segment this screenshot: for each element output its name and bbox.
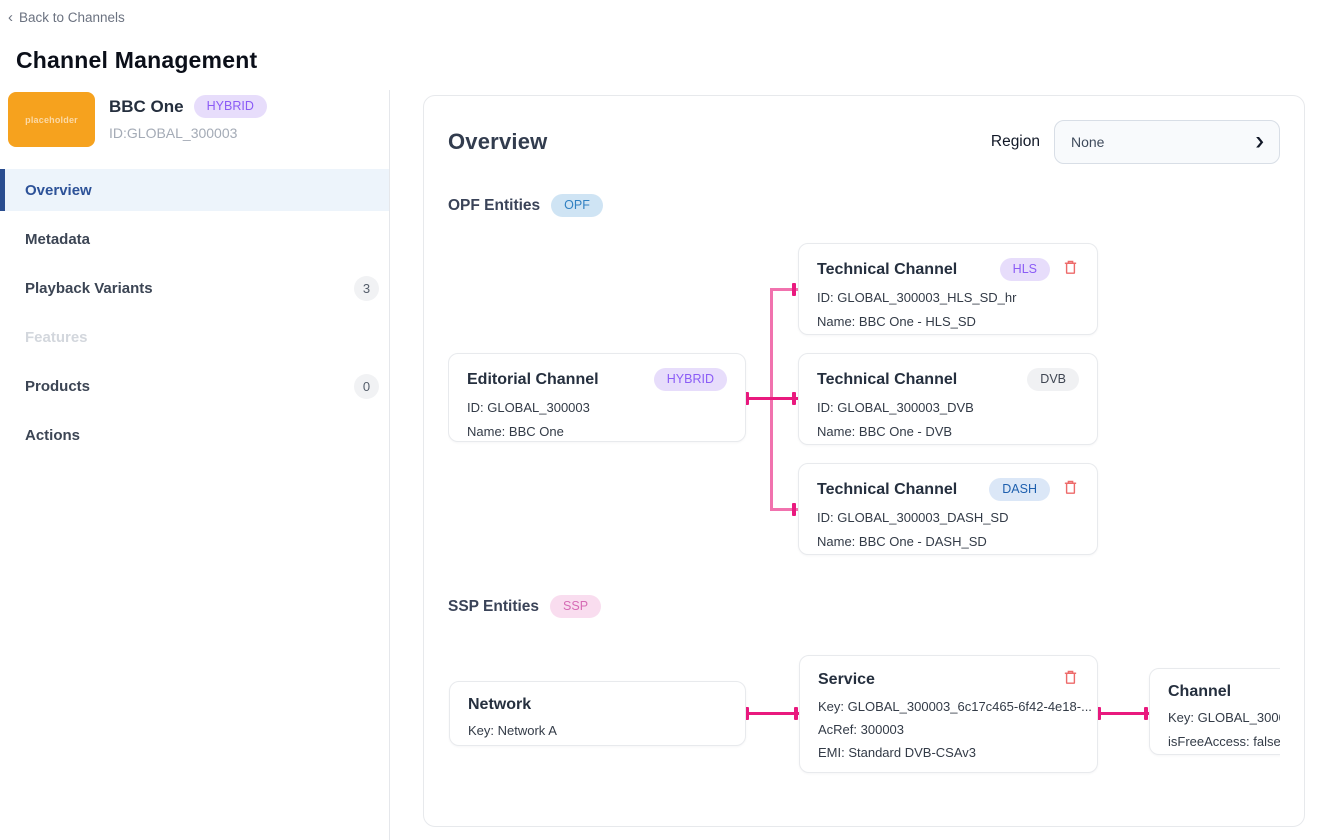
back-to-channels-link[interactable]: ‹ Back to Channels	[8, 10, 125, 25]
trash-icon	[1062, 669, 1079, 691]
panel-title: Overview	[448, 129, 548, 154]
sidebar-nav: Overview Metadata Playback Variants 3 Fe…	[0, 169, 389, 456]
card-title: Service	[818, 671, 875, 688]
card-title: Technical Channel	[817, 260, 958, 278]
delete-button[interactable]	[1062, 479, 1079, 501]
channel-meta: BBC One HYBRID ID:GLOBAL_300003	[109, 92, 267, 147]
sidebar-item-label: Playback Variants	[25, 279, 153, 297]
service-card: Service Key: GLOBAL_300003_6c17c465-6f42…	[799, 655, 1098, 773]
hybrid-badge: HYBRID	[653, 368, 727, 391]
connector-endcap	[794, 707, 798, 720]
opf-section-header: OPF Entities OPF	[448, 194, 1280, 217]
network-card: Network Key: Network A	[449, 681, 746, 746]
channel-card: Channel Key: GLOBAL_30000 isFreeAccess: …	[1149, 668, 1280, 755]
trash-icon	[1062, 479, 1079, 501]
sidebar-item-metadata[interactable]: Metadata	[0, 218, 389, 260]
opf-diagram: Editorial Channel HYBRID ID: GLOBAL_3000…	[448, 220, 1280, 565]
card-title: Channel	[1168, 683, 1232, 700]
hls-badge: HLS	[999, 258, 1050, 281]
sidebar-item-label: Metadata	[25, 230, 91, 248]
opf-badge: OPF	[551, 194, 603, 217]
connector-endcap	[745, 392, 749, 405]
sidebar-item-label: Features	[25, 328, 88, 346]
card-id: ID: GLOBAL_300003_DASH_SD	[817, 510, 1009, 525]
technical-channel-card-hls: Technical Channel HLS ID: GLOBAL_300003_…	[798, 243, 1098, 335]
connector-service-channel	[1099, 712, 1149, 715]
connector-branch-mid	[746, 397, 798, 400]
channel-type-badge: HYBRID	[193, 95, 267, 118]
connector-endcap	[1144, 707, 1148, 720]
card-title: Network	[468, 696, 532, 713]
region-control: Region None ❯︎	[991, 120, 1280, 164]
sidebar-item-label: Overview	[25, 181, 92, 199]
back-link-label: Back to Channels	[19, 10, 125, 25]
sidebar-item-playback-variants[interactable]: Playback Variants 3	[0, 267, 389, 309]
region-select-value: None	[1071, 134, 1105, 150]
ssp-diagram: Network Key: Network A Service Key: GLOB…	[448, 620, 1280, 788]
ssp-badge: SSP	[550, 595, 602, 618]
card-name: Name: BBC One	[467, 424, 564, 439]
count-badge: 3	[354, 275, 379, 301]
connector-endcap	[792, 503, 796, 516]
card-key: Key: GLOBAL_300003_6c17c465-6f42-4e18-..…	[818, 699, 1092, 714]
connector-endcap	[792, 283, 796, 296]
dvb-badge: DVB	[1027, 368, 1079, 391]
sidebar-item-actions[interactable]: Actions	[0, 414, 389, 456]
page-title: Channel Management	[16, 47, 258, 73]
card-title: Editorial Channel	[467, 370, 599, 388]
card-emi: EMI: Standard DVB-CSAv3	[818, 745, 976, 760]
sidebar: placeholder BBC One HYBRID ID:GLOBAL_300…	[0, 90, 390, 840]
sidebar-item-features: Features	[0, 316, 389, 358]
connector-branch-top	[770, 288, 798, 291]
channel-logo-text: placeholder	[25, 114, 78, 125]
editorial-channel-card: Editorial Channel HYBRID ID: GLOBAL_3000…	[448, 353, 746, 442]
chevron-down-icon: ❯︎	[1254, 135, 1265, 148]
card-id: ID: GLOBAL_300003_DVB	[817, 400, 974, 415]
connector-endcap	[1097, 707, 1101, 720]
main-column: Overview Region None ❯︎ OPF Entities OPF	[390, 90, 1319, 840]
sidebar-item-products[interactable]: Products 0	[0, 365, 389, 407]
sidebar-item-overview[interactable]: Overview	[0, 169, 389, 211]
overview-panel: Overview Region None ❯︎ OPF Entities OPF	[423, 95, 1305, 827]
card-id: ID: GLOBAL_300003_HLS_SD_hr	[817, 290, 1017, 305]
card-key: Key: Network A	[468, 723, 557, 738]
card-name: Name: BBC One - DVB	[817, 424, 953, 439]
delete-button[interactable]	[1062, 669, 1079, 691]
region-select[interactable]: None ❯︎	[1054, 120, 1280, 164]
trash-icon	[1062, 259, 1079, 281]
card-title: Technical Channel	[817, 370, 958, 388]
chevron-left-icon: ‹	[8, 9, 13, 26]
channel-id: ID:GLOBAL_300003	[109, 125, 238, 141]
card-key: Key: GLOBAL_30000	[1168, 710, 1280, 725]
connector-branch-bottom	[770, 508, 798, 511]
card-acref: AcRef: 300003	[818, 722, 905, 737]
card-id: ID: GLOBAL_300003	[467, 400, 590, 415]
content-layout: placeholder BBC One HYBRID ID:GLOBAL_300…	[0, 90, 1319, 840]
connector-endcap	[745, 707, 749, 720]
connector-network-service	[747, 712, 799, 715]
technical-channel-card-dash: Technical Channel DASH ID: GLOBAL_300003…	[798, 463, 1098, 555]
region-label: Region	[990, 133, 1040, 150]
opf-section-title: OPF Entities	[448, 196, 541, 214]
card-title: Technical Channel	[817, 480, 958, 498]
channel-logo-placeholder: placeholder	[8, 92, 95, 147]
channel-name: BBC One	[109, 96, 184, 116]
ssp-section-header: SSP Entities SSP	[448, 595, 1280, 618]
sidebar-item-label: Products	[25, 377, 91, 395]
card-access: isFreeAccess: false	[1168, 734, 1280, 749]
sidebar-item-label: Actions	[25, 426, 81, 444]
card-name: Name: BBC One - DASH_SD	[817, 534, 987, 549]
ssp-section-title: SSP Entities	[448, 597, 540, 615]
dash-badge: DASH	[989, 478, 1050, 501]
count-badge: 0	[354, 373, 379, 399]
delete-button[interactable]	[1062, 259, 1079, 281]
channel-header: placeholder BBC One HYBRID ID:GLOBAL_300…	[0, 92, 389, 147]
connector-endcap	[792, 392, 796, 405]
technical-channel-card-dvb: Technical Channel DVB ID: GLOBAL_300003_…	[798, 353, 1098, 445]
card-name: Name: BBC One - HLS_SD	[817, 314, 976, 329]
top-header: ‹ Back to Channels Channel Management	[0, 0, 1319, 74]
